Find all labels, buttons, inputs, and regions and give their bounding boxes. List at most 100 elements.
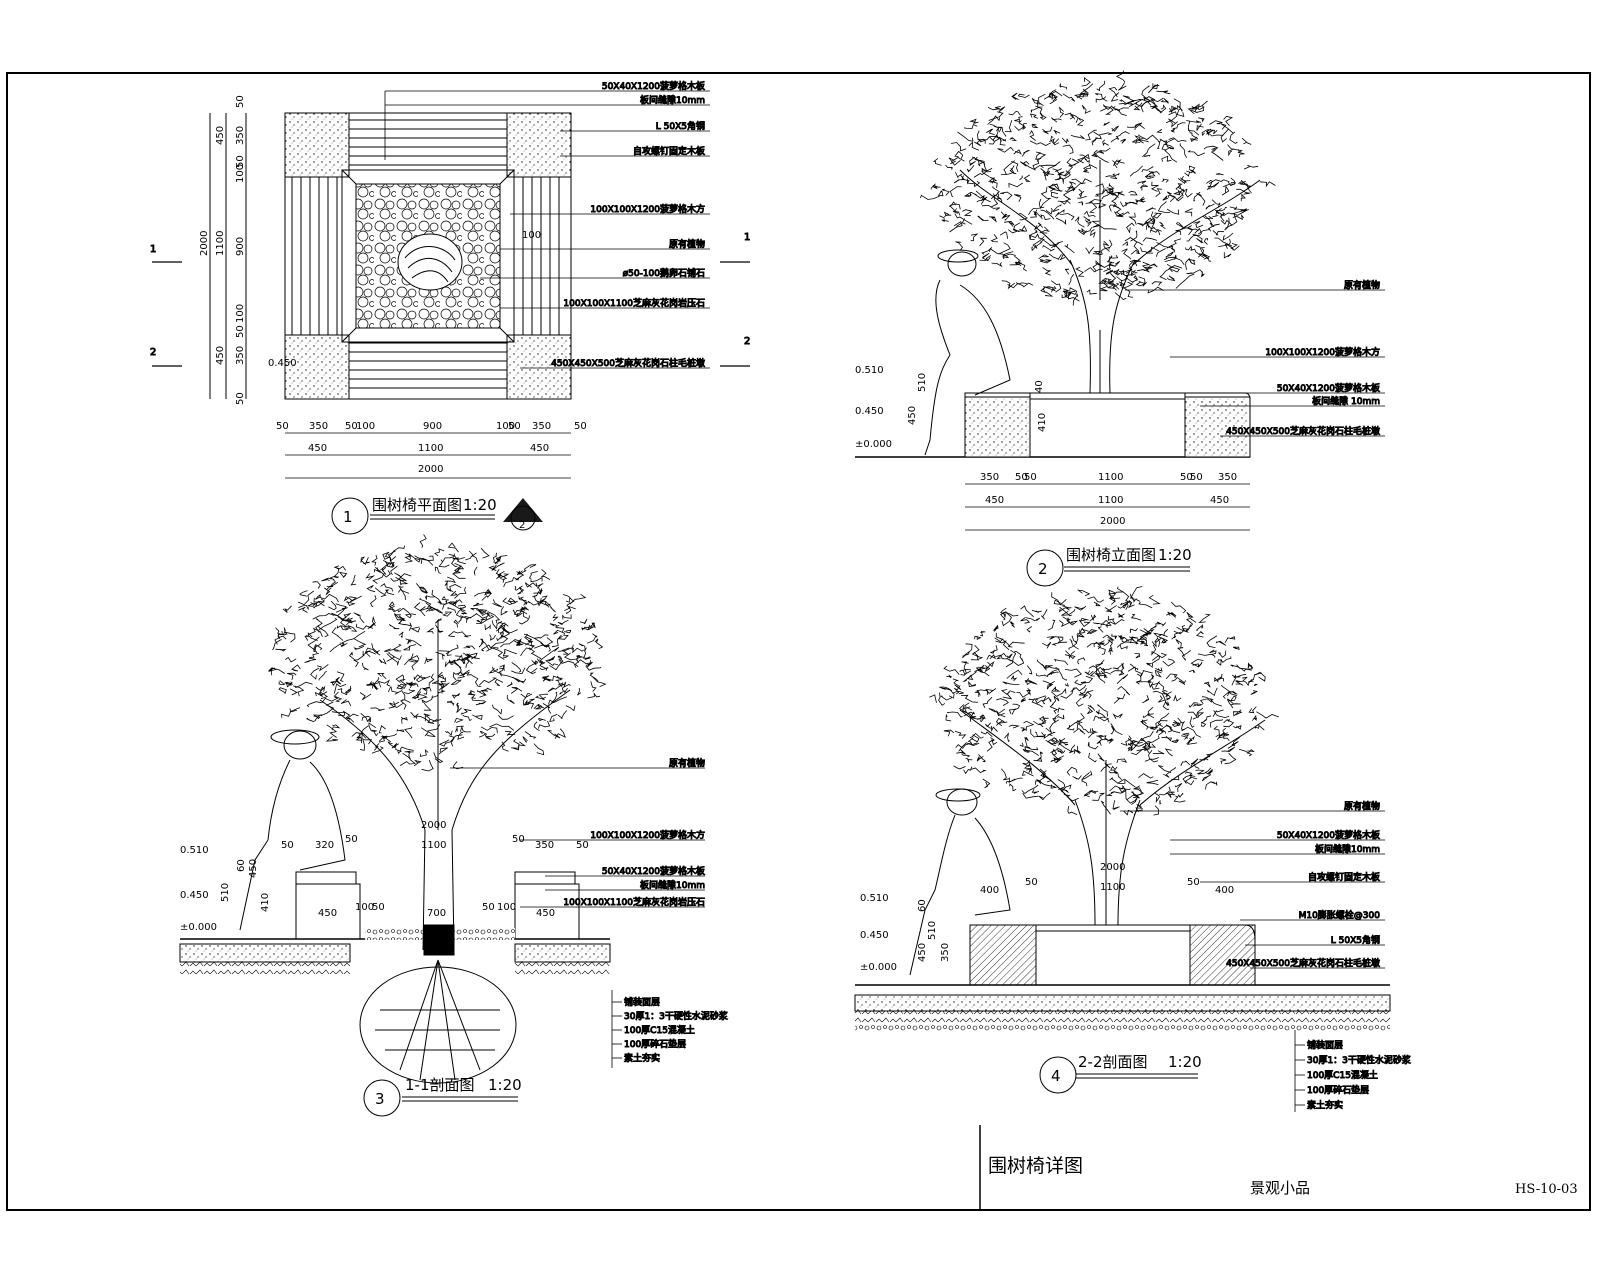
plan-dim-left: 2000 <box>199 231 210 256</box>
sec1-callout: 原有植物 <box>669 757 705 769</box>
elev-level: ±0.000 <box>855 439 892 450</box>
sec2-callout: 原有植物 <box>1344 800 1380 812</box>
sec2-dim: 510 <box>927 921 938 940</box>
elev-dim-vert: 450 <box>907 406 918 425</box>
sec2-dim: 2000 <box>1100 862 1125 873</box>
sec1-dim: 100 <box>497 902 516 913</box>
sec1-callout: 100X100X1200菠萝格木方 <box>590 829 705 841</box>
sec1-callout: 100X100X1100芝麻灰花岗岩压石 <box>563 896 705 908</box>
elev-callout: 板间缝隙 10mm <box>1312 395 1380 407</box>
sec1-dim: 1100 <box>421 840 446 851</box>
plan-dim-bottom: 2000 <box>418 464 443 475</box>
plan-dim-bottom: 350 <box>532 421 551 432</box>
sec1-dim: 50 <box>512 834 525 845</box>
elev-dim-bottom: 1100 <box>1098 495 1123 506</box>
plan-callout: 50X40X1200菠萝格木板 <box>602 80 705 92</box>
section-mark-2: 2 <box>150 347 156 358</box>
sec1-level: ±0.000 <box>180 922 217 933</box>
plan-dim-left: 350 <box>235 126 246 145</box>
sec2-dim: 400 <box>980 885 999 896</box>
sec2-layer: 30厚1：3干硬性水泥砂浆 <box>1307 1054 1411 1066</box>
plan-dim-bottom: 100 <box>356 421 375 432</box>
plan-dim-left: 50 <box>235 325 246 338</box>
sec2-layer: 100厚碎石垫层 <box>1307 1084 1369 1096</box>
sec2-callout: 450X450X500芝麻灰花岗石柱毛桩墩 <box>1226 957 1380 969</box>
elev-dim-bottom: 450 <box>985 495 1004 506</box>
sec1-title: 3 1-1剖面图 1:20 <box>363 1076 522 1117</box>
elev-callout: 450X450X500芝麻灰花岗石柱毛桩墩 <box>1226 425 1380 437</box>
sec1-dim: 450 <box>536 908 555 919</box>
plan-dim-bottom: 100 <box>496 421 515 432</box>
plan-callout: L 50X5角钢 <box>656 120 705 132</box>
plan-dim-left: 50 <box>235 155 246 168</box>
plan-dim-left: 900 <box>235 237 246 256</box>
plan-callout: 100X100X1100芝麻灰花岗岩压石 <box>563 297 705 309</box>
sec1-layer: 30厚1：3干硬性水泥砂浆 <box>624 1010 728 1022</box>
elev-view-scale: 1:20 <box>1158 546 1192 564</box>
elev-view-number: 2 <box>1038 560 1048 578</box>
plan-dim-left: 350 <box>235 346 246 365</box>
sec1-callout: 50X40X1200菠萝格木板 <box>602 865 705 877</box>
elev-dim-vert: 410 <box>1037 413 1048 432</box>
sec2-callout: 50X40X1200菠萝格木板 <box>1277 829 1380 841</box>
plan-dim-bottom: 50 <box>276 421 289 432</box>
sec1-dim: 450 <box>318 908 337 919</box>
plan-dim-bottom: 50 <box>508 421 521 432</box>
sec2-callout: L 50X5角钢 <box>1331 934 1380 946</box>
sec2-dim: 60 <box>917 899 928 912</box>
section-mark-1: 1 <box>744 232 750 243</box>
elev-title: 2 围树椅立面图 1:20 <box>1026 546 1192 587</box>
sec2-dim: 350 <box>940 943 951 962</box>
elev-dim-bottom: 50 <box>1015 472 1028 483</box>
plan-callout: 自攻螺钉固定木板 <box>633 145 705 157</box>
sheet-subtitle: 景观小品 <box>1250 1179 1310 1197</box>
plan-dim-bottom: 450 <box>530 443 549 454</box>
sec1-dim: 50 <box>482 902 495 913</box>
plan-callout: ø50-100鹅卵石铺石 <box>623 267 705 279</box>
elev-dim-bottom: 350 <box>1218 472 1237 483</box>
sheet-title: 围树椅详图 <box>988 1155 1083 1177</box>
sec1-layer: 素土夯实 <box>624 1052 660 1064</box>
plan-dim-left: 450 <box>215 126 226 145</box>
sec1-dim: 2000 <box>421 820 446 831</box>
sec1-dim: 700 <box>427 908 446 919</box>
sec1-callout: 板间缝隙10mm <box>640 879 705 891</box>
plan-dim-inner: 100 <box>522 230 541 241</box>
elev-dim-bottom: 2000 <box>1100 516 1125 527</box>
sec2-callout: 板间缝隙10mm <box>1315 843 1380 855</box>
sec2-level: 0.510 <box>860 893 889 904</box>
plan-dim-bottom: 900 <box>423 421 442 432</box>
elev-dim-bottom: 350 <box>980 472 999 483</box>
sec2-level: ±0.000 <box>860 962 897 973</box>
sec1-view-scale: 1:20 <box>488 1076 522 1094</box>
plan-dim-left: 100 <box>235 164 246 183</box>
plan-dim-bottom: 50 <box>574 421 587 432</box>
plan-dim-left: 50 <box>235 95 246 108</box>
sec1-view-number: 3 <box>375 1090 385 1108</box>
sec2-layer: 铺装面层 <box>1307 1039 1343 1051</box>
plan-callout: 原有植物 <box>669 238 705 250</box>
plan-dim-left: 1100 <box>215 231 226 256</box>
elev-level: 0.450 <box>855 406 884 417</box>
sec2-layer: 素土夯实 <box>1307 1099 1343 1111</box>
elev-view-name: 围树椅立面图 <box>1066 546 1156 564</box>
plan-dim-bottom: 50 <box>345 421 358 432</box>
sec1-dim: 50 <box>345 834 358 845</box>
elev-dim-bottom: 1100 <box>1098 472 1123 483</box>
sec1-layer: 铺装面层 <box>624 996 660 1008</box>
elev-callout: 100X100X1200菠萝格木方 <box>1265 346 1380 358</box>
sec1-layer: 100厚C15混凝土 <box>624 1024 695 1036</box>
sec1-view-name: 1-1剖面图 <box>405 1076 475 1094</box>
sheet-code: HS-10-03 <box>1515 1182 1578 1197</box>
sec2-title: 4 2-2剖面图 1:20 <box>1039 1053 1202 1094</box>
sec1-layer: 100厚碎石垫层 <box>624 1038 686 1050</box>
sec2-dim: 50 <box>1187 877 1200 888</box>
sec1-dim: 320 <box>315 840 334 851</box>
plan-title: 1 围树椅平面图 1:20 2 <box>331 496 543 535</box>
section-mark-1: 1 <box>150 244 156 255</box>
elev-level: 0.510 <box>855 365 884 376</box>
sec1-dim: 50 <box>281 840 294 851</box>
plan-dim-left: 450 <box>215 346 226 365</box>
